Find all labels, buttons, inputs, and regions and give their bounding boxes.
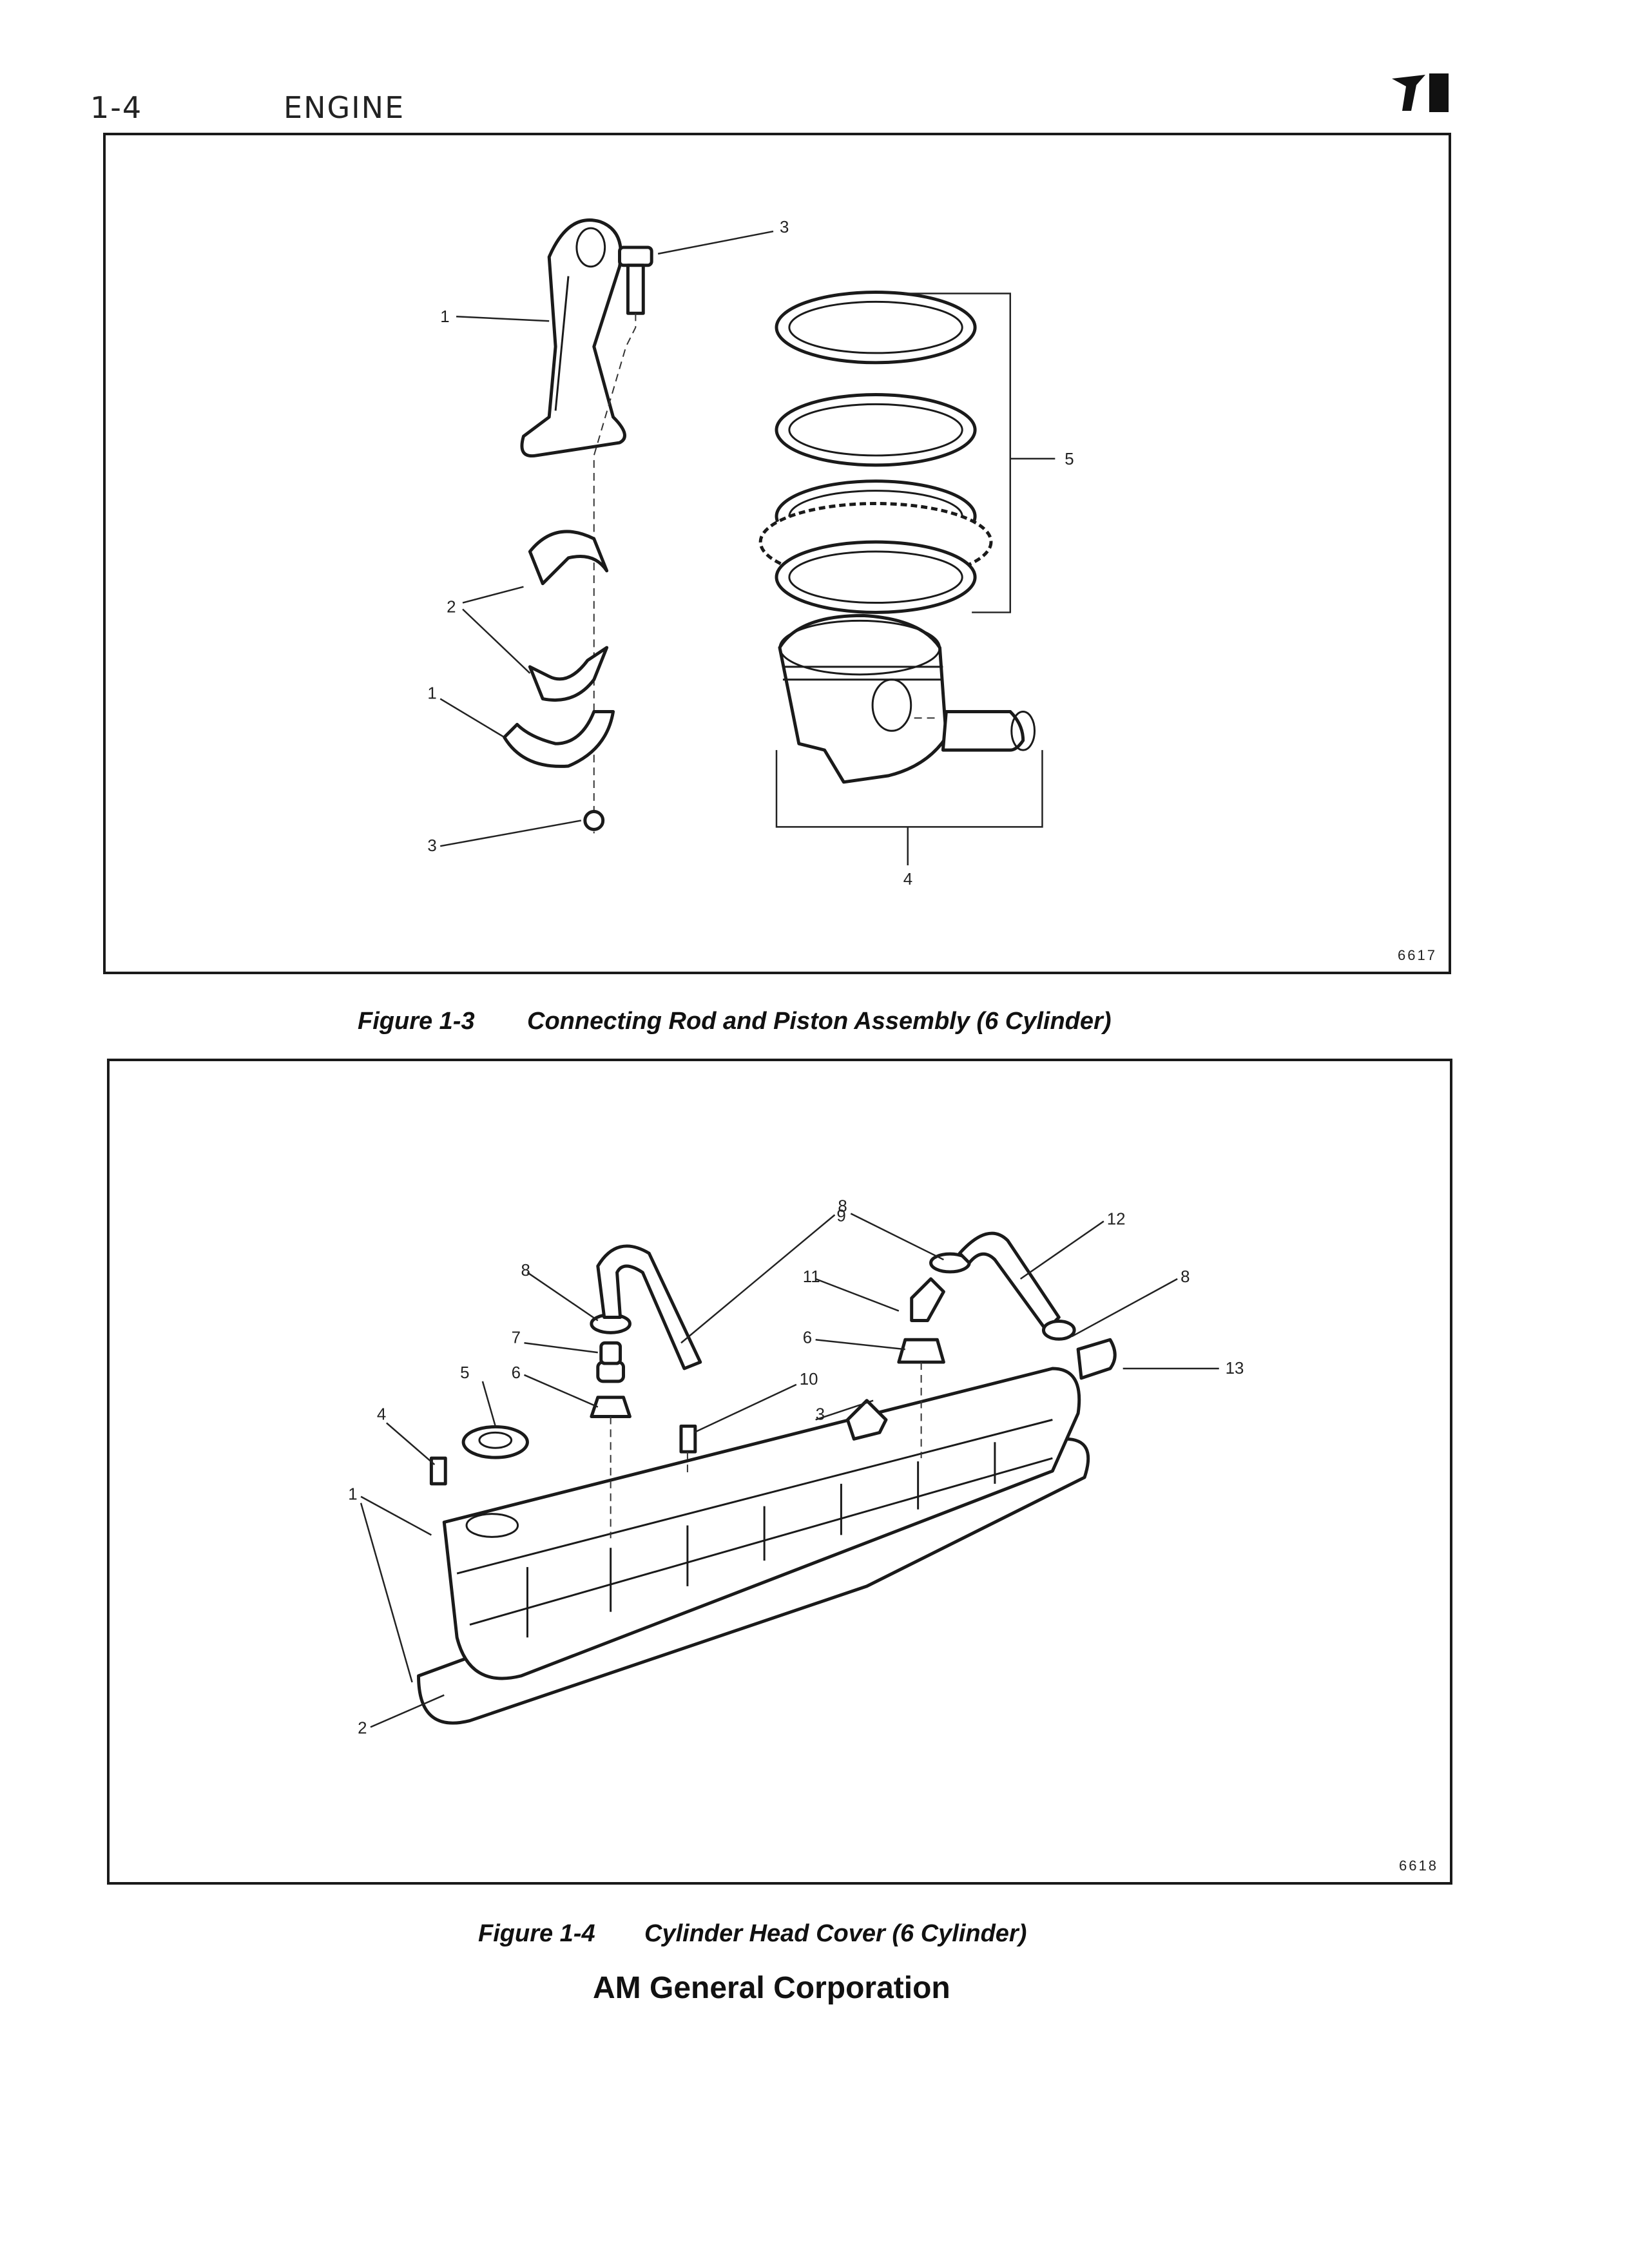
callout-12: 12 bbox=[1107, 1210, 1126, 1228]
hose-right-part bbox=[958, 1231, 1061, 1332]
clamp-right-part bbox=[1041, 1319, 1076, 1341]
callout-10: 10 bbox=[800, 1370, 818, 1389]
figure-1-3-title: Connecting Rod and Piston Assembly (6 Cy… bbox=[527, 1008, 1112, 1035]
pcv-valve-right-part bbox=[897, 1252, 971, 1364]
connecting-rod-part bbox=[520, 218, 626, 458]
page-number: 1-4 bbox=[90, 90, 143, 125]
callout-11: 11 bbox=[803, 1268, 820, 1286]
rod-cap-part bbox=[503, 710, 615, 768]
section-title: ENGINE bbox=[284, 90, 405, 125]
figure-1-4-title: Cylinder Head Cover (6 Cylinder) bbox=[644, 1920, 1027, 1947]
callout-5-rings: 5 bbox=[1065, 450, 1074, 468]
figure-1-4-label: Figure 1-4 bbox=[478, 1920, 595, 1947]
piston-part bbox=[778, 613, 1036, 784]
valve-cover-part bbox=[442, 1367, 1081, 1680]
rod-nut-part bbox=[583, 810, 605, 831]
callout-8-top: 8 bbox=[838, 1198, 847, 1216]
callout-3: 3 bbox=[816, 1406, 825, 1424]
screw-part bbox=[679, 1424, 697, 1454]
am-general-logo-icon bbox=[1392, 73, 1449, 112]
callout-7: 7 bbox=[512, 1329, 521, 1347]
callout-3-nut: 3 bbox=[427, 837, 436, 855]
figure-1-3-frame: 1 3 5 2 1 3 4 6617 bbox=[103, 133, 1451, 974]
callout-9: 9 bbox=[836, 1207, 845, 1225]
hose-left-part bbox=[596, 1244, 702, 1370]
callout-1: 1 bbox=[348, 1486, 357, 1504]
rod-bolt-part bbox=[593, 245, 653, 834]
callout-8-right: 8 bbox=[1181, 1268, 1190, 1286]
callout-4-piston: 4 bbox=[903, 870, 912, 889]
callout-3-bolt: 3 bbox=[780, 218, 789, 236]
callout-5: 5 bbox=[460, 1364, 469, 1382]
oil-filler-cap-part bbox=[461, 1425, 529, 1459]
upper-bearing-part bbox=[528, 530, 609, 586]
figure-1-3-code: 6617 bbox=[1398, 947, 1437, 963]
pcv-valve-left-part bbox=[590, 1313, 631, 1419]
corporation-name: AM General Corporation bbox=[593, 1971, 950, 2005]
elbow-part bbox=[1076, 1338, 1117, 1380]
callout-13: 13 bbox=[1226, 1360, 1244, 1378]
lower-bearing-part bbox=[528, 646, 609, 702]
figure-1-3-label: Figure 1-3 bbox=[358, 1008, 475, 1035]
cylinder-head-cover-drawing: 9 8 12 11 8 8 7 6 6 5 10 13 4 3 1 2 bbox=[348, 1198, 1244, 1738]
callout-2-bearings: 2 bbox=[447, 598, 456, 616]
callout-4: 4 bbox=[377, 1406, 386, 1424]
callout-2: 2 bbox=[358, 1719, 367, 1737]
callout-6-left: 6 bbox=[512, 1364, 521, 1382]
callout-6-right: 6 bbox=[803, 1329, 812, 1347]
callout-1-rod: 1 bbox=[440, 308, 449, 326]
connecting-rod-piston-drawing: 1 3 5 2 1 3 4 bbox=[427, 218, 1074, 889]
cover-bolt-part bbox=[429, 1456, 447, 1486]
figure-1-4-code: 6618 bbox=[1399, 1858, 1438, 1874]
figure-1-4-frame: 9 8 12 11 8 8 7 6 6 5 10 13 4 3 1 2 6618 bbox=[107, 1059, 1452, 1885]
callout-8-left: 8 bbox=[521, 1262, 530, 1280]
callout-1-cap: 1 bbox=[427, 685, 436, 703]
piston-rings-part bbox=[758, 291, 993, 614]
